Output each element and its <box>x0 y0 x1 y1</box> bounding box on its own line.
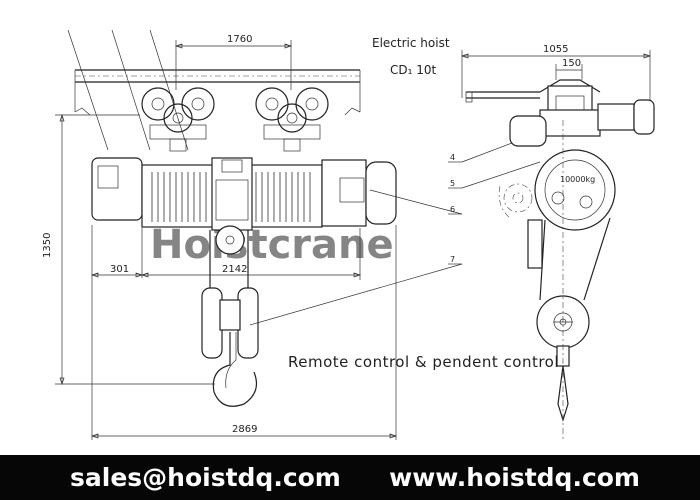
trolley-right <box>255 87 329 152</box>
dim-trolley-wheelbase: 1760 <box>174 34 293 90</box>
dim-2142-label: 2142 <box>222 264 247 275</box>
i-beam-rail <box>74 69 361 116</box>
footer-email[interactable]: sales@hoistdq.com <box>70 463 341 492</box>
footer-website[interactable]: www.hoistdq.com <box>389 463 640 492</box>
contact-footer: sales@hoistdq.com www.hoistdq.com <box>0 455 700 500</box>
dim-150-label: 150 <box>562 58 581 69</box>
rope-drum <box>151 172 311 222</box>
dim-1350-label: 1350 <box>42 233 53 258</box>
callout-leaders <box>249 139 541 326</box>
callout-6: 6 <box>450 205 455 214</box>
remote-control-caption: Remote control & pendent control <box>288 353 559 371</box>
callout-5: 5 <box>450 179 455 188</box>
title-model: CD₁ 10t <box>390 63 437 77</box>
dim-drum-span: 301 2142 <box>90 225 362 440</box>
callout-4: 4 <box>450 153 455 162</box>
hook-assembly <box>201 225 259 407</box>
front-view: 1760 <box>42 29 398 440</box>
hoist-technical-drawing: Hoistcrane 1760 <box>42 29 655 440</box>
dim-overall-height: 1350 <box>42 113 215 386</box>
watermark-text: Hoistcrane <box>150 222 394 268</box>
title-electric-hoist: Electric hoist <box>372 36 450 50</box>
hoist-body <box>91 157 397 231</box>
dim-301-label: 301 <box>110 264 129 275</box>
trolley-left <box>141 87 215 152</box>
dim-2869-label: 2869 <box>232 424 257 435</box>
dim-1055-label: 1055 <box>543 44 568 55</box>
dim-1760-label: 1760 <box>227 34 252 45</box>
dim-overall-length: 2869 <box>90 225 398 440</box>
callout-7: 7 <box>450 255 455 264</box>
side-view: 1055 150 10000kg <box>460 44 655 440</box>
load-label: 10000kg <box>560 175 595 184</box>
